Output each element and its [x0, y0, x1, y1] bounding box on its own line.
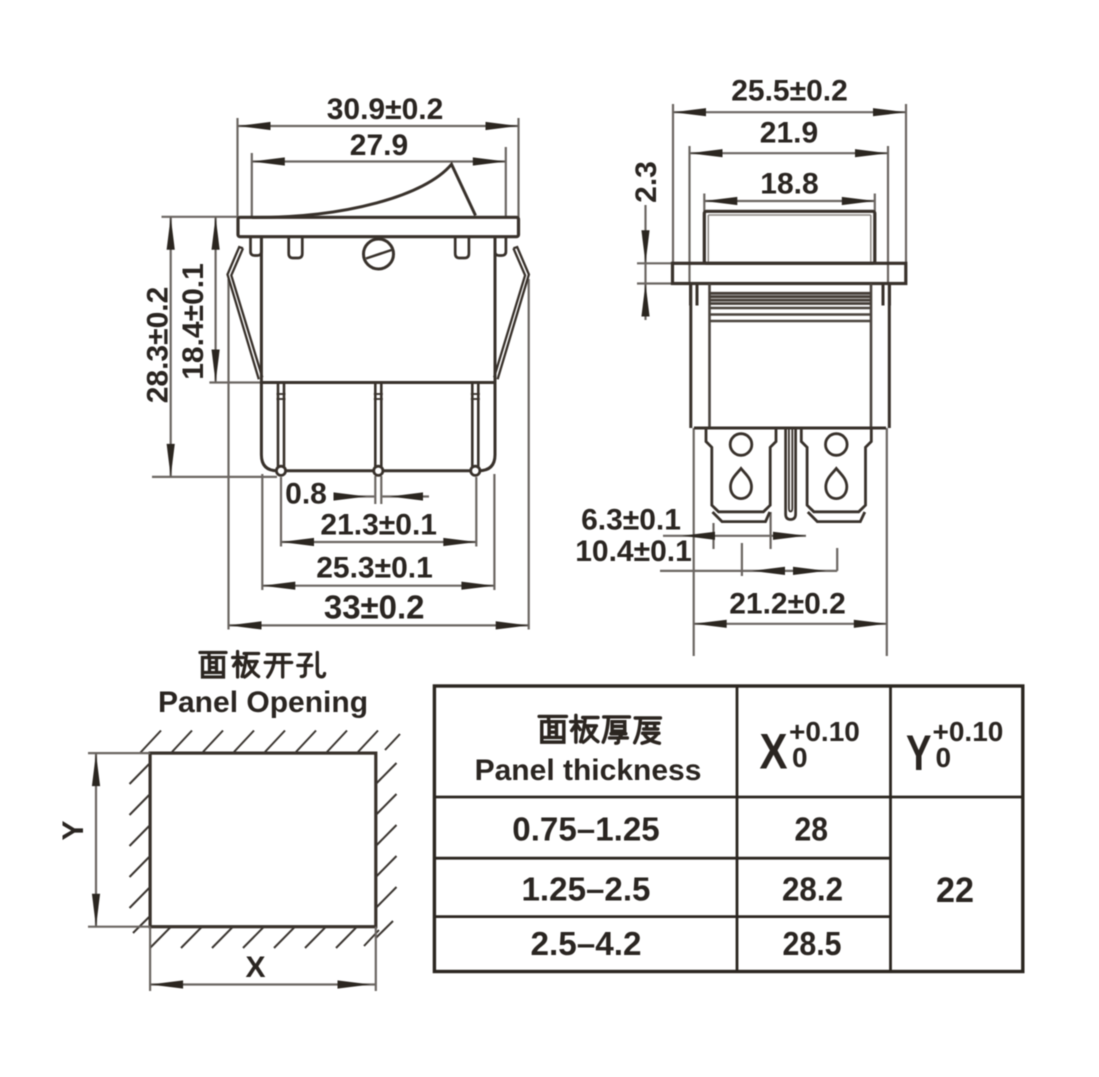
svg-text:+0.10: +0.10	[789, 716, 860, 747]
svg-text:21.9: 21.9	[760, 117, 818, 150]
svg-text:28: 28	[795, 811, 829, 848]
svg-text:22: 22	[936, 871, 974, 910]
svg-text:0.8: 0.8	[285, 478, 327, 511]
svg-text:2.5–4.2: 2.5–4.2	[531, 925, 642, 962]
svg-text:30.9±0.2: 30.9±0.2	[327, 93, 444, 126]
svg-text:Panel thickness: Panel thickness	[475, 754, 702, 787]
svg-text:33±0.2: 33±0.2	[324, 589, 425, 626]
svg-text:1.25–2.5: 1.25–2.5	[522, 870, 651, 907]
svg-text:+0.10: +0.10	[933, 716, 1004, 747]
svg-text:28.5: 28.5	[783, 925, 842, 962]
svg-text:Y: Y	[906, 725, 932, 781]
svg-text:0.75–1.25: 0.75–1.25	[512, 811, 659, 848]
svg-text:6.3±0.1: 6.3±0.1	[581, 504, 681, 537]
svg-text:0: 0	[936, 742, 952, 773]
svg-text:21.2±0.2: 21.2±0.2	[729, 588, 846, 621]
svg-text:2.3: 2.3	[630, 161, 663, 203]
svg-text:25.3±0.1: 25.3±0.1	[316, 552, 433, 585]
svg-text:21.3±0.1: 21.3±0.1	[320, 509, 437, 542]
svg-text:Panel Opening: Panel Opening	[158, 686, 368, 719]
svg-text:Y: Y	[57, 820, 90, 840]
svg-text:27.9: 27.9	[350, 129, 408, 162]
svg-text:10.4±0.1: 10.4±0.1	[575, 535, 692, 568]
svg-text:X: X	[760, 724, 788, 780]
svg-text:0: 0	[792, 742, 808, 773]
svg-text:18.8: 18.8	[760, 168, 818, 201]
svg-text:25.5±0.2: 25.5±0.2	[731, 75, 848, 108]
svg-text:18.4±0.1: 18.4±0.1	[177, 263, 210, 380]
svg-text:28.3±0.2: 28.3±0.2	[141, 287, 174, 404]
svg-text:X: X	[245, 951, 265, 984]
svg-text:28.2: 28.2	[782, 870, 843, 907]
